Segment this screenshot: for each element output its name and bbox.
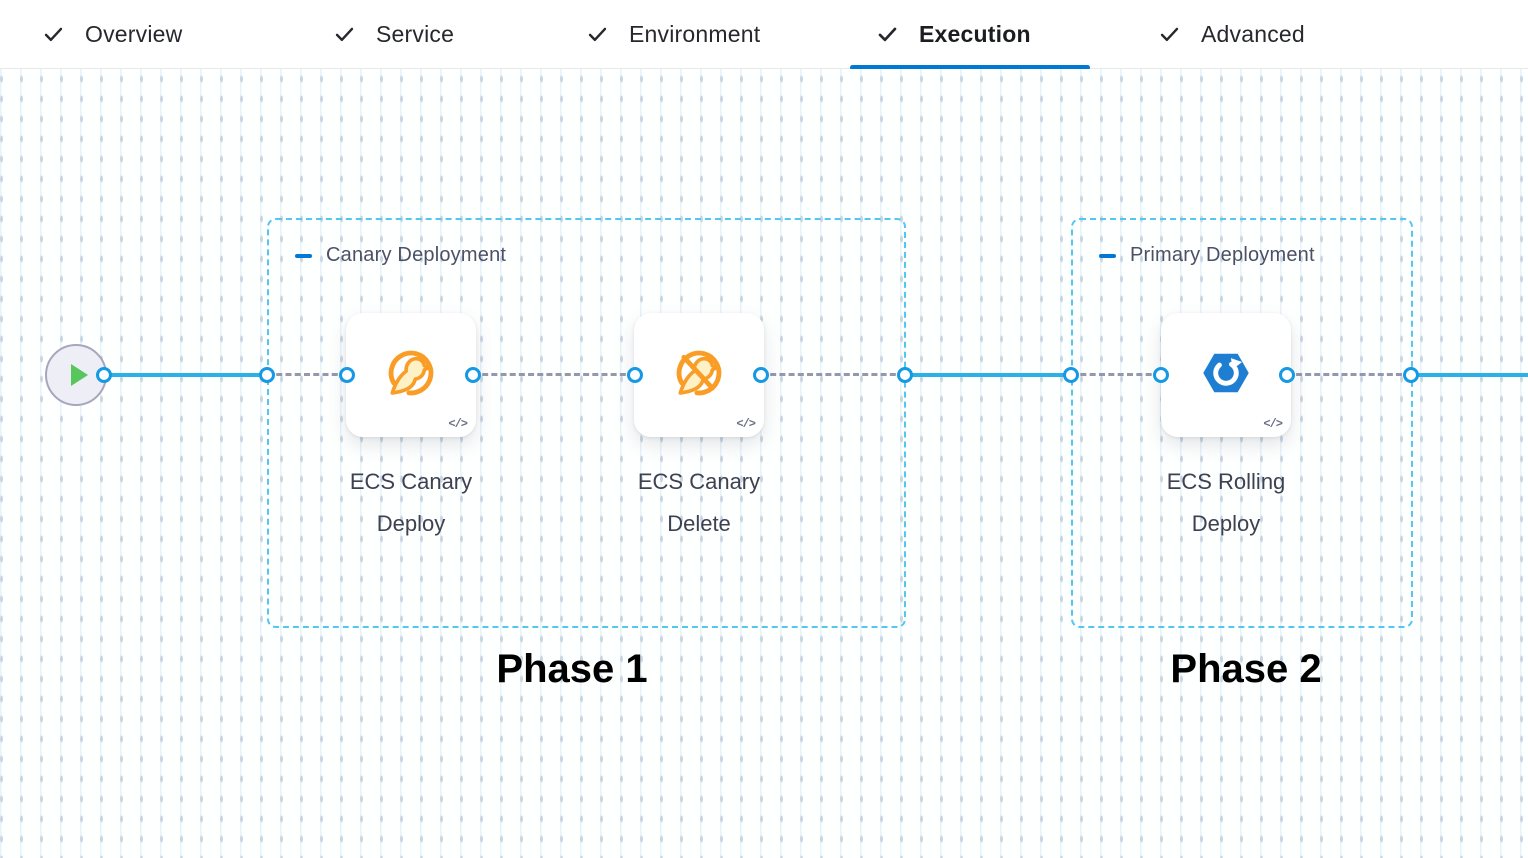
connector-line-dashed bbox=[761, 373, 905, 376]
connector-port[interactable] bbox=[1063, 367, 1079, 383]
step-label: ECS Rolling Deploy bbox=[1166, 469, 1286, 536]
ecs-rolling-deploy-icon bbox=[1198, 345, 1254, 406]
connector-port[interactable] bbox=[753, 367, 769, 383]
active-tab-underline bbox=[850, 65, 1090, 70]
connector-port[interactable] bbox=[1403, 367, 1419, 383]
check-icon bbox=[1158, 23, 1181, 46]
phase-annotation: Phase 1 bbox=[496, 647, 648, 691]
tab-label: Advanced bbox=[1201, 20, 1305, 47]
check-icon bbox=[586, 23, 609, 46]
connector-port[interactable] bbox=[465, 367, 481, 383]
ecs-canary-deploy-icon bbox=[382, 344, 440, 407]
connector-port[interactable] bbox=[259, 367, 275, 383]
tab-label: Execution bbox=[919, 20, 1031, 47]
check-icon bbox=[876, 23, 899, 46]
connector-line-dashed bbox=[1071, 373, 1161, 376]
tab-label: Environment bbox=[629, 20, 761, 47]
ecs-canary-delete-icon bbox=[670, 344, 728, 407]
phase-annotation: Phase 2 bbox=[1170, 647, 1322, 691]
step-card-ecs-canary-deploy[interactable]: </> bbox=[346, 313, 476, 437]
connector-line-solid bbox=[1411, 373, 1528, 377]
tab-label: Overview bbox=[85, 20, 183, 47]
connector-line-solid bbox=[905, 373, 1071, 377]
code-template-icon: </> bbox=[448, 417, 468, 431]
connector-port[interactable] bbox=[96, 367, 112, 383]
tab-overview[interactable]: Overview bbox=[42, 0, 182, 68]
group-header: Primary Deployment bbox=[1099, 244, 1315, 267]
step-label: ECS Canary Delete bbox=[637, 469, 761, 536]
collapse-group-icon[interactable] bbox=[295, 253, 312, 258]
start-node[interactable] bbox=[45, 344, 107, 406]
step-card-ecs-canary-delete[interactable]: </> bbox=[634, 313, 764, 437]
connector-port[interactable] bbox=[339, 367, 355, 383]
step-group-canary-deployment[interactable]: Canary Deployment bbox=[267, 218, 906, 628]
tab-label: Service bbox=[376, 20, 455, 47]
step-group-primary-deployment[interactable]: Primary Deployment bbox=[1071, 218, 1413, 628]
code-template-icon: </> bbox=[736, 417, 756, 431]
group-title: Canary Deployment bbox=[326, 244, 507, 266]
connector-line-dashed bbox=[1287, 373, 1411, 376]
play-icon bbox=[70, 364, 88, 386]
connector-port[interactable] bbox=[897, 367, 913, 383]
check-icon bbox=[42, 23, 65, 46]
connector-line-solid bbox=[104, 373, 267, 377]
connector-port[interactable] bbox=[627, 367, 643, 383]
pipeline-studio-tabbar: Overview Service Environment Execution A… bbox=[0, 0, 1528, 70]
group-header: Canary Deployment bbox=[295, 244, 506, 267]
tab-environment[interactable]: Environment bbox=[586, 0, 760, 68]
connector-line-dashed bbox=[473, 373, 635, 376]
collapse-group-icon[interactable] bbox=[1099, 253, 1116, 258]
tab-service[interactable]: Service bbox=[333, 0, 454, 68]
connector-port[interactable] bbox=[1153, 367, 1169, 383]
pipeline-canvas[interactable]: Canary Deployment Primary Deployment </> bbox=[0, 69, 1528, 858]
code-template-icon: </> bbox=[1263, 417, 1283, 431]
step-label: ECS Canary Deploy bbox=[349, 469, 473, 536]
check-icon bbox=[333, 23, 356, 46]
connector-port[interactable] bbox=[1279, 367, 1295, 383]
tab-execution[interactable]: Execution bbox=[876, 0, 1031, 68]
group-title: Primary Deployment bbox=[1130, 244, 1315, 266]
step-card-ecs-rolling-deploy[interactable]: </> bbox=[1161, 313, 1291, 437]
tab-advanced[interactable]: Advanced bbox=[1158, 0, 1305, 68]
connector-line-dashed bbox=[267, 373, 347, 376]
